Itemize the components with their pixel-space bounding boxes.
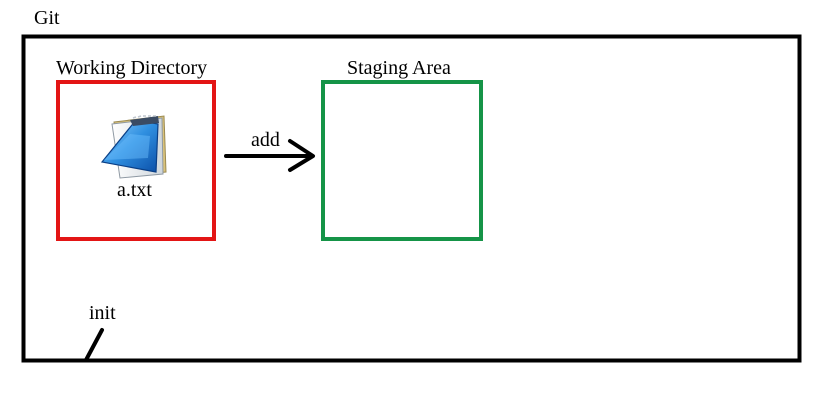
add-arrow-label: add <box>251 129 280 151</box>
staging-area-box <box>321 80 483 241</box>
init-pointer-line <box>84 328 104 362</box>
git-container <box>21 34 802 363</box>
staging-area-title: Staging Area <box>347 57 451 79</box>
file-name-label: a.txt <box>117 179 152 201</box>
notepad-file-icon <box>100 115 167 179</box>
git-label: Git <box>34 7 60 29</box>
add-arrow <box>224 139 315 172</box>
working-directory-title: Working Directory <box>56 57 208 79</box>
init-label: init <box>89 302 116 324</box>
working-directory-box <box>56 80 216 241</box>
